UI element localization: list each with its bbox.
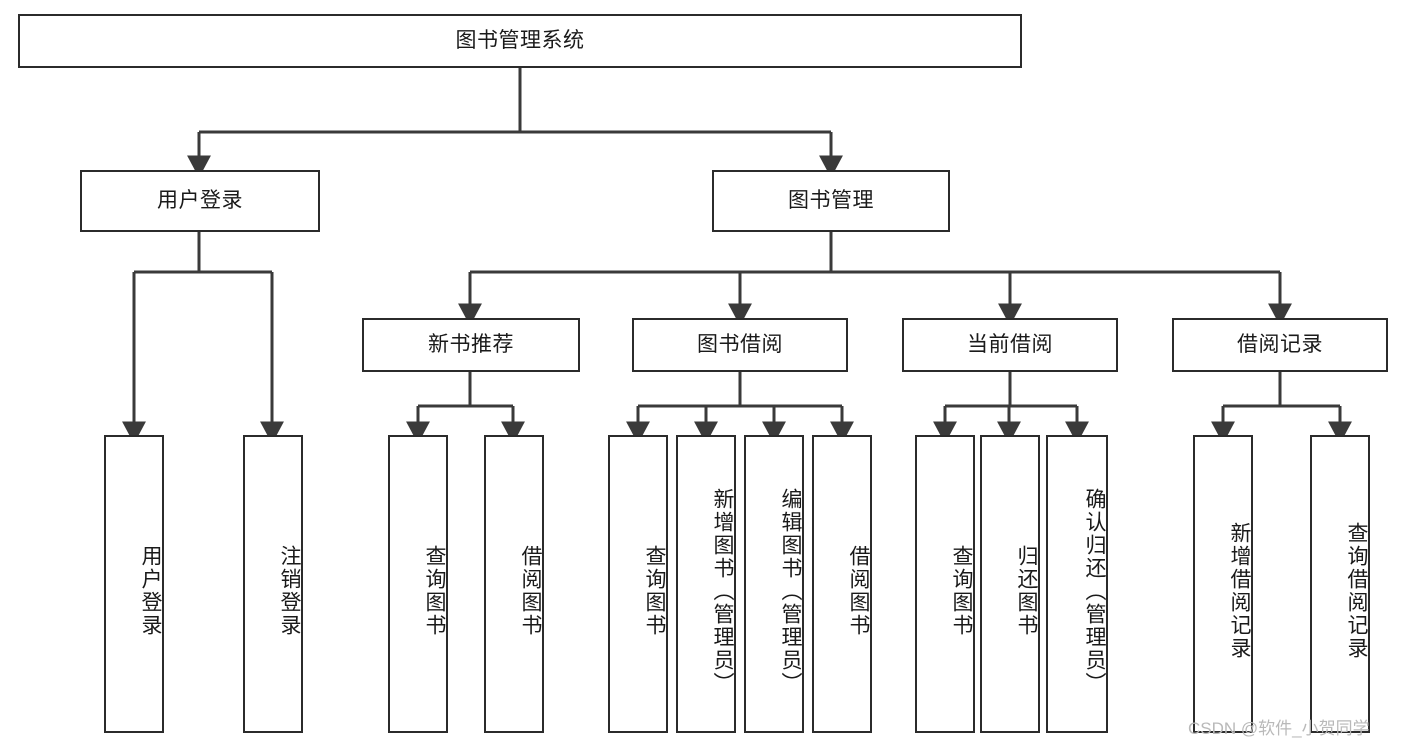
node-label: 图书借阅 — [697, 332, 783, 356]
node-user-login[interactable]: 用户登录 — [80, 170, 320, 232]
node-borrow-record[interactable]: 借阅记录 — [1172, 318, 1388, 372]
node-label: 新增借阅记录 — [1228, 522, 1251, 660]
csdn-watermark: CSDN @软件_小贺同学 — [1188, 719, 1370, 738]
leaf-current-return-book[interactable]: 归还图书 — [980, 435, 1040, 733]
node-new-book-recommend[interactable]: 新书推荐 — [362, 318, 580, 372]
node-label: 借阅图书 — [519, 545, 542, 637]
node-label: 用户登录 — [157, 188, 243, 212]
node-label: 新书推荐 — [428, 332, 514, 356]
node-label: 当前借阅 — [967, 332, 1053, 356]
node-label: 查询图书 — [643, 545, 666, 637]
node-current-borrow[interactable]: 当前借阅 — [902, 318, 1118, 372]
node-label: 借阅记录 — [1237, 332, 1323, 356]
node-book-borrow[interactable]: 图书借阅 — [632, 318, 848, 372]
node-label: 注销登录 — [278, 545, 301, 637]
node-label: 查询借阅记录 — [1345, 522, 1368, 660]
node-label: 归还图书 — [1015, 545, 1038, 637]
node-label: 图书管理 — [788, 188, 874, 212]
leaf-current-query-book[interactable]: 查询图书 — [915, 435, 975, 733]
node-label: 新增图书（管理员） — [711, 487, 734, 695]
node-label: 确认归还（管理员） — [1083, 487, 1106, 695]
node-label: 查询图书 — [950, 545, 973, 637]
leaf-borrow-query-book[interactable]: 查询图书 — [608, 435, 668, 733]
leaf-record-add-record[interactable]: 新增借阅记录 — [1193, 435, 1253, 733]
leaf-borrow-add-book-admin[interactable]: 新增图书（管理员） — [676, 435, 736, 733]
node-label: 查询图书 — [423, 545, 446, 637]
node-book-management[interactable]: 图书管理 — [712, 170, 950, 232]
leaf-user-login-signout[interactable]: 注销登录 — [243, 435, 303, 733]
leaf-record-query-record[interactable]: 查询借阅记录 — [1310, 435, 1370, 733]
node-label: 用户登录 — [139, 545, 162, 637]
leaf-user-login-signin[interactable]: 用户登录 — [104, 435, 164, 733]
node-label: 编辑图书（管理员） — [779, 487, 802, 695]
leaf-borrow-edit-book-admin[interactable]: 编辑图书（管理员） — [744, 435, 804, 733]
leaf-borrow-borrow-book[interactable]: 借阅图书 — [812, 435, 872, 733]
leaf-recommend-borrow-book[interactable]: 借阅图书 — [484, 435, 544, 733]
leaf-current-confirm-return-admin[interactable]: 确认归还（管理员） — [1046, 435, 1108, 733]
node-root-system[interactable]: 图书管理系统 — [18, 14, 1022, 68]
node-label: 借阅图书 — [847, 545, 870, 637]
leaf-recommend-query-book[interactable]: 查询图书 — [388, 435, 448, 733]
node-label: 图书管理系统 — [455, 28, 585, 52]
